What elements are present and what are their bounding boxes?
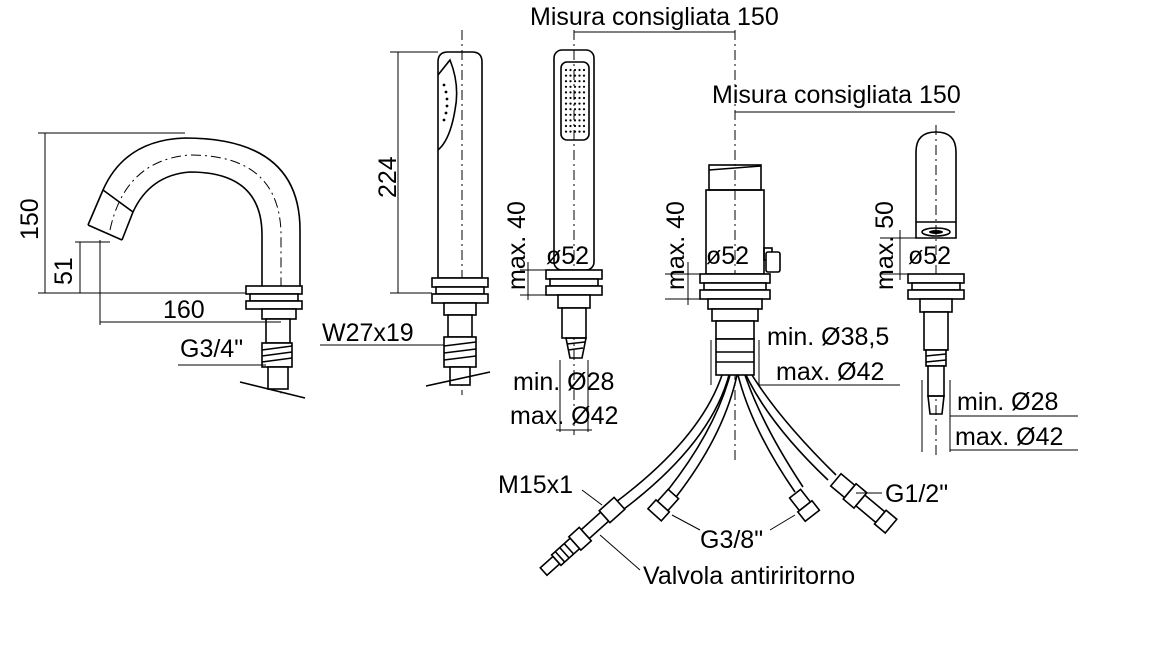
spray-nozzle-dot [578,85,581,88]
dim-150: 150 [16,198,44,240]
hand-shower-side-dots [442,83,449,122]
label-misura-right: Misura consigliata 150 [712,81,961,109]
spray-nozzle-dot [582,96,586,100]
spray-nozzle-dot [578,113,581,116]
spray-nozzle-dot [582,68,586,72]
spray-nozzle-dot [582,91,586,94]
dim-224: 224 [374,156,402,198]
spray-nozzle-dot [582,74,586,77]
g38-connector-left [646,488,680,523]
spray-nozzle-dot [578,130,581,133]
hand-shower-front [520,30,735,435]
spray-nozzle-dot [564,119,568,122]
label-max42-a: max. Ø42 [510,402,618,430]
spray-nozzle-dot [569,119,572,122]
spray-nozzle-dot [582,80,586,83]
spout-thread [261,345,293,363]
spray-nozzle-dot [564,68,568,72]
spray-nozzle-dot [582,102,586,105]
spray-nozzle-dot [569,113,572,116]
label-max42-b: max. Ø42 [776,358,884,386]
spray-nozzle-dot [569,102,572,105]
spray-nozzle-dot [564,91,568,94]
m15x1-connector [539,496,626,577]
spray-nozzle-dot [564,108,568,111]
label-valvola: Valvola antiriritorno [643,562,855,590]
spray-nozzle-dot [578,124,581,128]
spray-nozzle-dot [569,108,572,111]
label-min28-b: min. Ø28 [957,388,1058,416]
spray-nozzle-dot [569,96,572,100]
label-g12: G1/2" [885,480,948,508]
spray-nozzle-dot [564,80,568,83]
label-max42-c: max. Ø42 [955,423,1063,451]
spray-nozzle-dot [582,85,586,88]
spray-nozzle-dot [564,130,568,133]
spray-nozzle-dot [564,85,568,88]
mixer-body [665,30,955,460]
spray-nozzle-dot [564,96,568,100]
dim-51: 51 [50,257,78,285]
spray-nozzle-dot [569,130,572,133]
spray-nozzle-dot [582,130,586,133]
label-g34: G3/4" [180,335,243,363]
spray-nozzle-dot [582,124,586,128]
label-m15x1: M15x1 [498,471,573,499]
spray-nozzle-dot [564,113,568,116]
spray-nozzle-dot [564,102,568,105]
spray-nozzle-dot [573,80,577,83]
spray-nozzle-dot [578,119,581,122]
label-d52-a: ø52 [546,242,589,270]
label-g38: G3/8" [700,526,763,554]
spray-nozzle-dot [564,74,568,77]
spray-nozzle-dot [569,68,572,72]
label-d52-c: ø52 [908,242,951,270]
spray-nozzle-dot [569,74,572,77]
label-max40-b: max. 40 [662,201,690,290]
spray-nozzle-dot [569,124,572,128]
spray-nozzle-dot [573,85,577,88]
g38-connector-right [788,488,821,523]
spray-nozzle-dot [578,68,581,72]
label-d52-b: ø52 [706,242,749,270]
spray-nozzle-dot [582,119,586,122]
label-min28-a: min. Ø28 [513,368,614,396]
spray-nozzle-dot [569,85,572,88]
flexible-hoses [539,374,898,577]
spray-nozzle-dot [569,91,572,94]
spray-nozzle-dot [578,96,581,100]
spray-nozzle-dot [578,80,581,83]
spray-nozzle-dot [582,113,586,116]
spray-face-dots [564,68,586,133]
spray-nozzle-dot [582,108,586,111]
spray-nozzle-dot [578,74,581,77]
label-min38-5: min. Ø38,5 [767,323,889,351]
spray-nozzle-dot [578,91,581,94]
spout-drawing [38,132,306,399]
label-max50: max. 50 [871,201,899,290]
hand-shower-side [320,30,491,395]
spray-nozzle-dot [578,102,581,105]
g12-connector [829,472,898,535]
diverter-body [880,125,1078,455]
spray-nozzle-dot [564,124,568,128]
label-max40-a: max. 40 [503,201,531,290]
dim-160: 160 [163,296,205,324]
spray-nozzle-dot [573,108,577,111]
label-misura-top: Misura consigliata 150 [530,3,779,31]
spray-nozzle-dot [569,80,572,83]
spray-nozzle-dot [578,108,581,111]
label-w27x19: W27x19 [322,319,414,347]
